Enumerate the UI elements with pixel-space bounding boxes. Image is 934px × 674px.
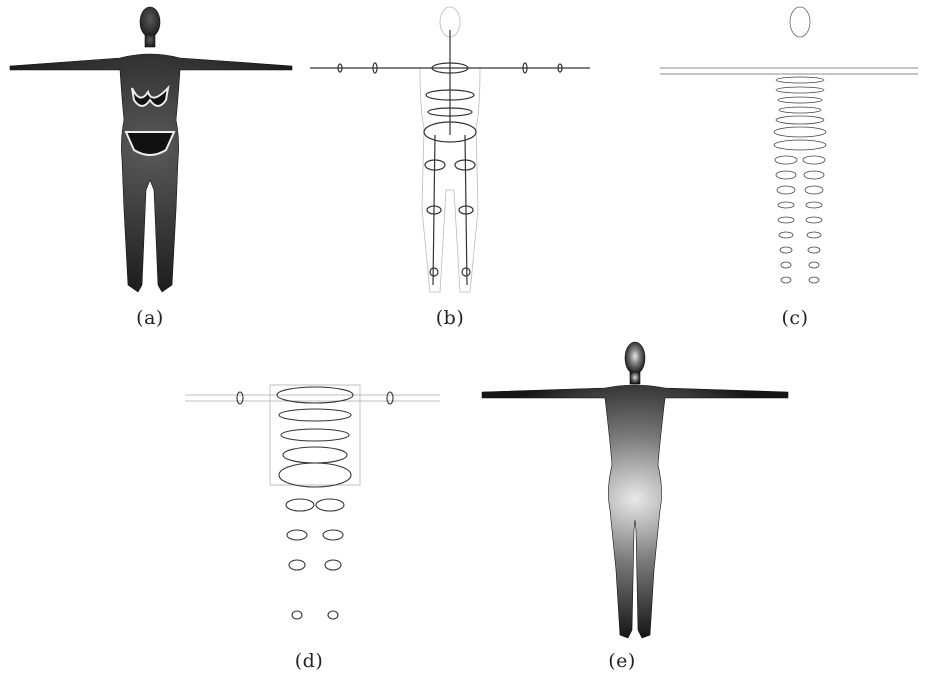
caption-b: (b) xyxy=(436,307,465,329)
panel-b xyxy=(300,0,600,300)
panel-c xyxy=(640,0,934,300)
body-model-b xyxy=(300,0,600,300)
panel-a xyxy=(0,0,300,300)
body-model-c xyxy=(640,0,934,300)
body-model-d xyxy=(180,345,450,645)
caption-e: (e) xyxy=(608,650,636,672)
panel-e xyxy=(470,330,800,645)
panel-d xyxy=(180,345,450,645)
caption-a: (a) xyxy=(136,307,164,329)
body-model-a xyxy=(0,0,300,300)
body-model-e xyxy=(470,330,800,645)
caption-c: (c) xyxy=(782,307,809,329)
caption-d: (d) xyxy=(295,650,324,672)
